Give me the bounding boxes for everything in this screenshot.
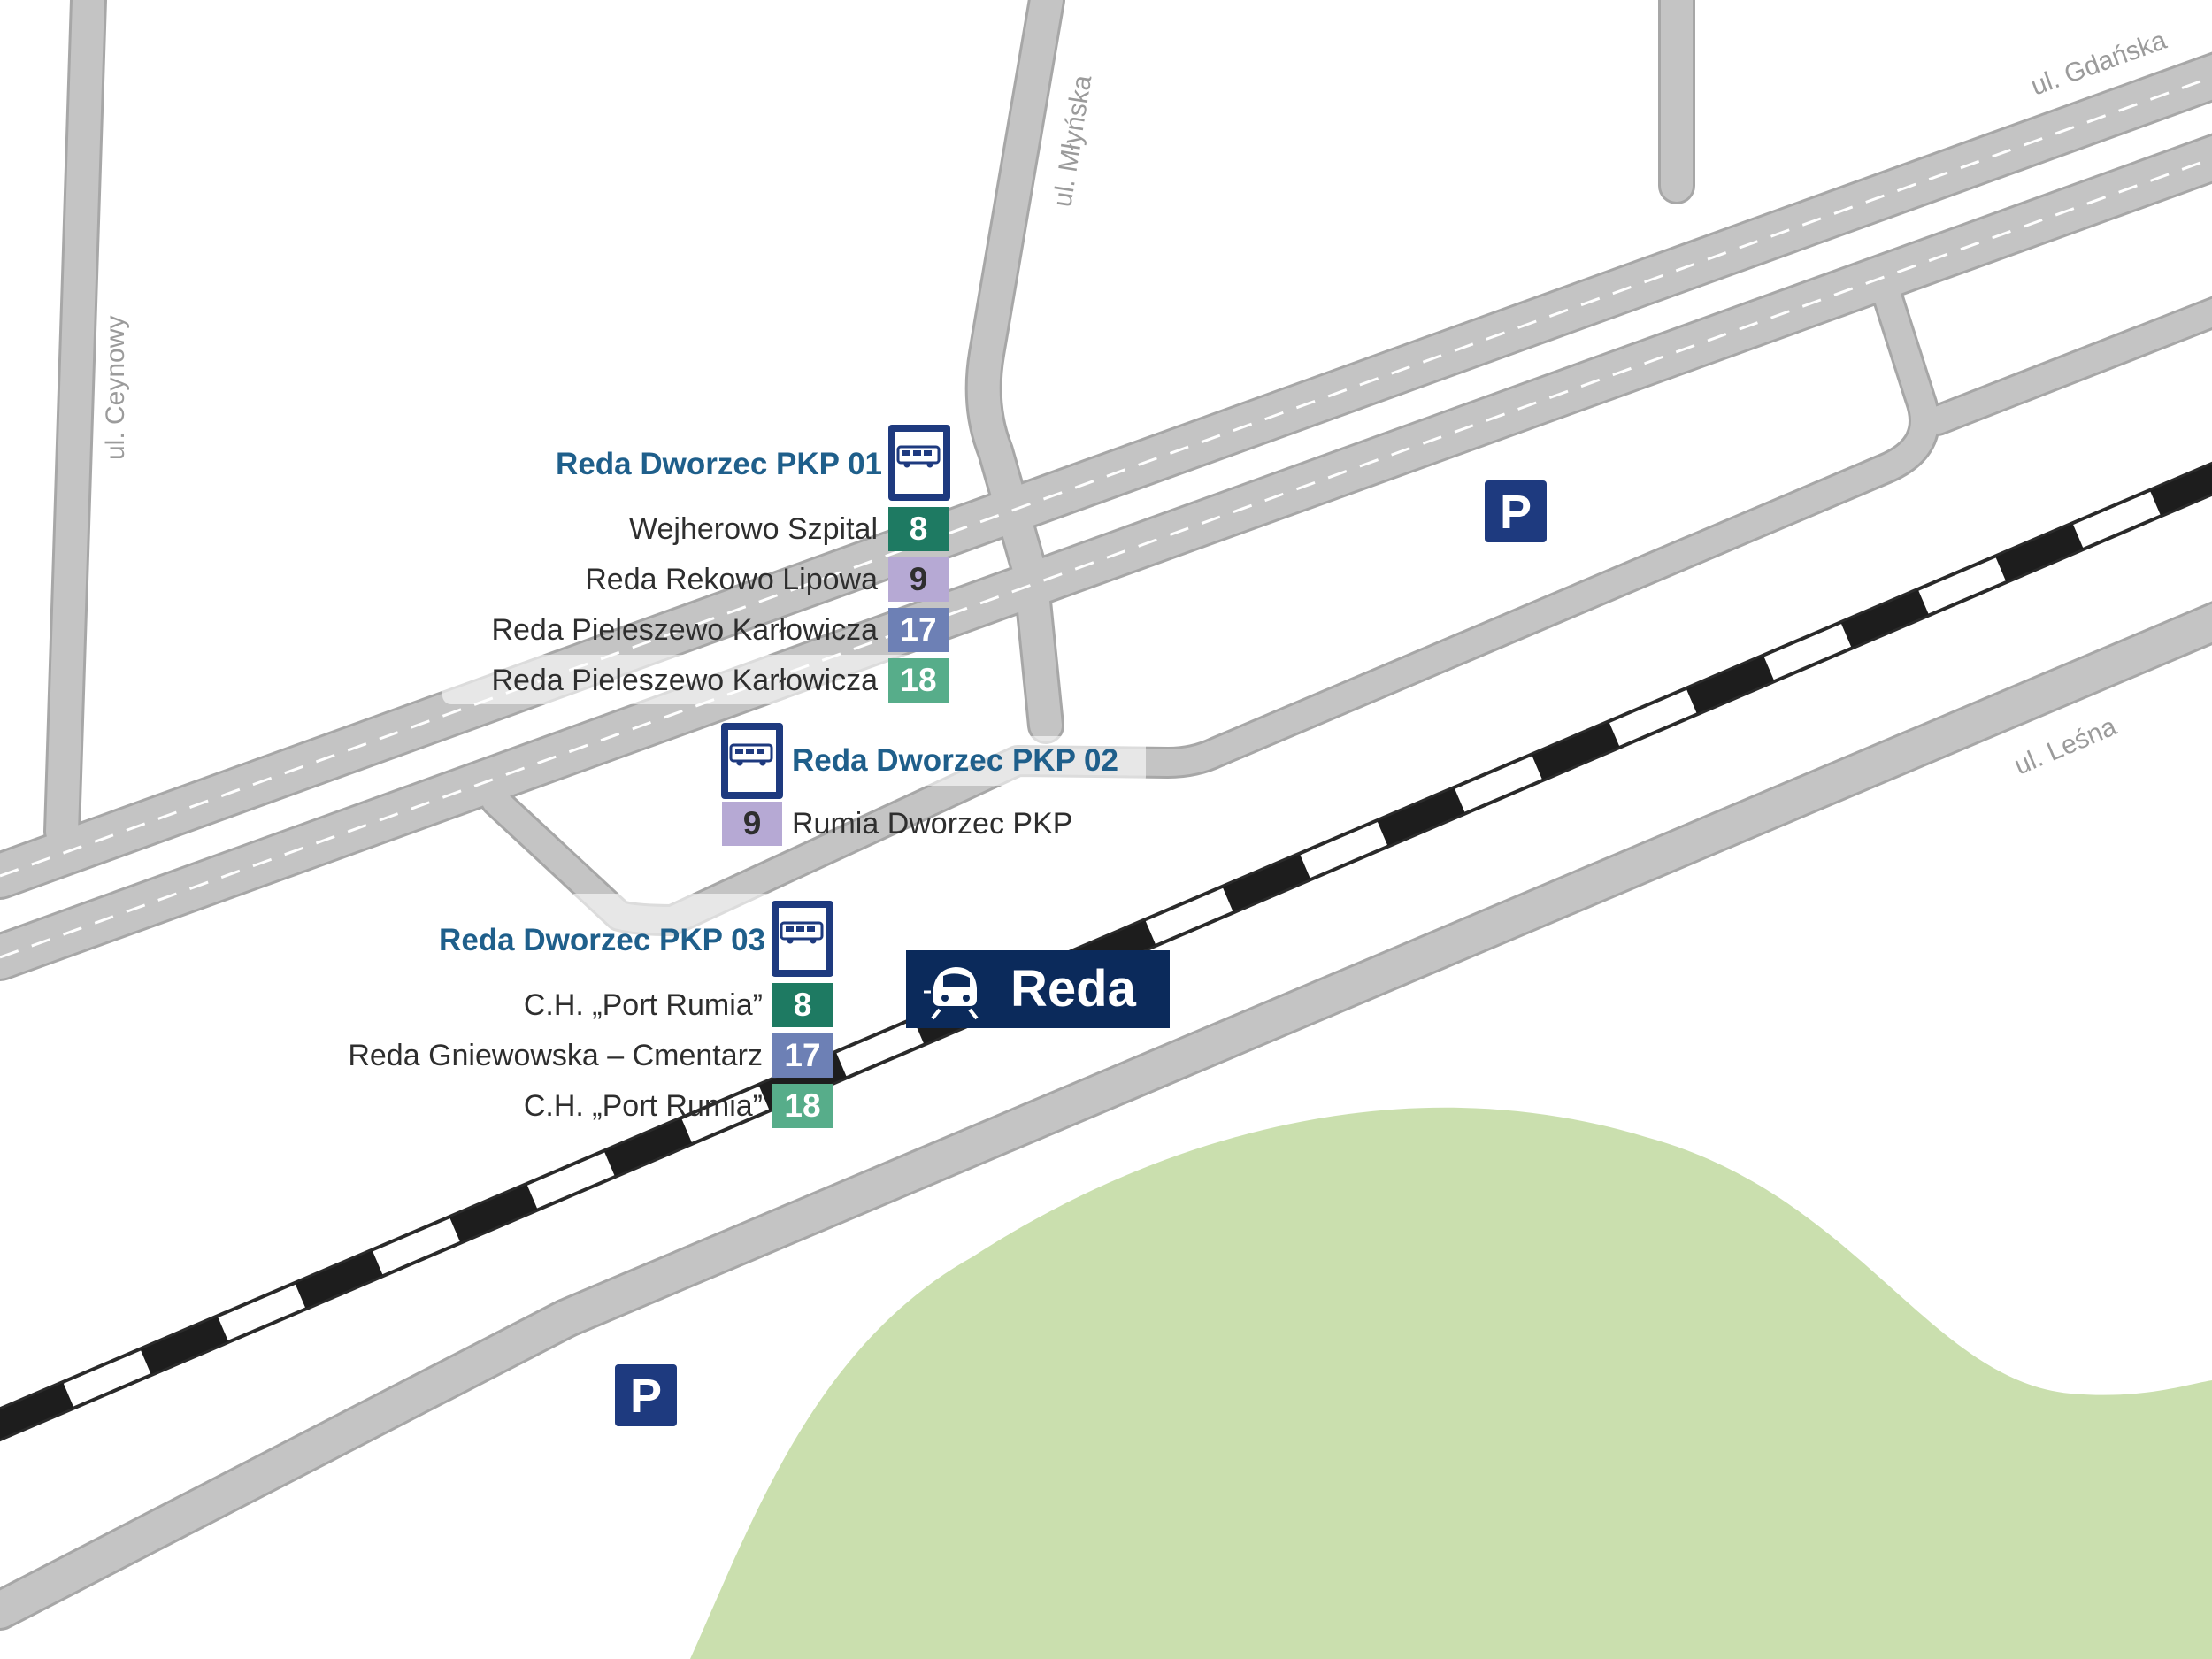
destination-label: C.H. „Port Rumia” (523, 1089, 763, 1123)
parking-icon: P (1500, 486, 1532, 539)
street-label-ceynowy: ul. Ceynowy (101, 316, 130, 460)
line-badge-8[interactable]: 8 (888, 507, 949, 551)
bus-stop-sign-01[interactable] (888, 425, 950, 501)
stop-name-01[interactable]: Reda Dworzec PKP 01 (556, 447, 882, 481)
parking-sign: P (615, 1364, 677, 1426)
station-name: Reda (1010, 960, 1136, 1018)
bus-icon (729, 743, 773, 766)
destination-label: C.H. „Port Rumia” (523, 988, 763, 1022)
forest-area (690, 1107, 2212, 1659)
line-badge-17[interactable]: 17 (888, 608, 949, 652)
street-label-mlynska: ul. Młyńska (1048, 73, 1097, 209)
bus-icon (780, 921, 824, 944)
lane-markings (0, 75, 2212, 959)
svg-text:P: P (1500, 486, 1532, 539)
svg-text:P: P (630, 1370, 662, 1423)
bus-icon (896, 445, 941, 468)
line-badge-18[interactable]: 18 (772, 1084, 833, 1128)
destination-label: Wejherowo Szpital (629, 512, 878, 546)
destination-label: Rumia Dworzec PKP (792, 807, 1073, 841)
train-icon (924, 967, 979, 1020)
stop-name-03[interactable]: Reda Dworzec PKP 03 (439, 923, 765, 957)
destination-label: Reda Pieleszewo Karłowicza (491, 664, 878, 697)
destination-label: Reda Rekowo Lipowa (585, 563, 878, 596)
line-badge-8[interactable]: 8 (772, 983, 833, 1027)
train-station-sign[interactable]: Reda (906, 950, 1170, 1028)
line-badge-9[interactable]: 9 (888, 557, 949, 602)
line-badge-18[interactable]: 18 (888, 658, 949, 703)
bus-stop-sign-03[interactable] (772, 901, 833, 977)
bus-stop-sign-02[interactable] (721, 723, 783, 799)
destination-label: Reda Gniewowska – Cmentarz (348, 1039, 763, 1072)
parking-icon: P (630, 1370, 662, 1423)
parking-sign: P (1485, 480, 1547, 542)
line-badge-9[interactable]: 9 (722, 802, 782, 846)
line-badge-17[interactable]: 17 (772, 1033, 833, 1078)
stop-name-02[interactable]: Reda Dworzec PKP 02 (792, 743, 1118, 778)
destination-label: Reda Pieleszewo Karłowicza (491, 613, 878, 647)
